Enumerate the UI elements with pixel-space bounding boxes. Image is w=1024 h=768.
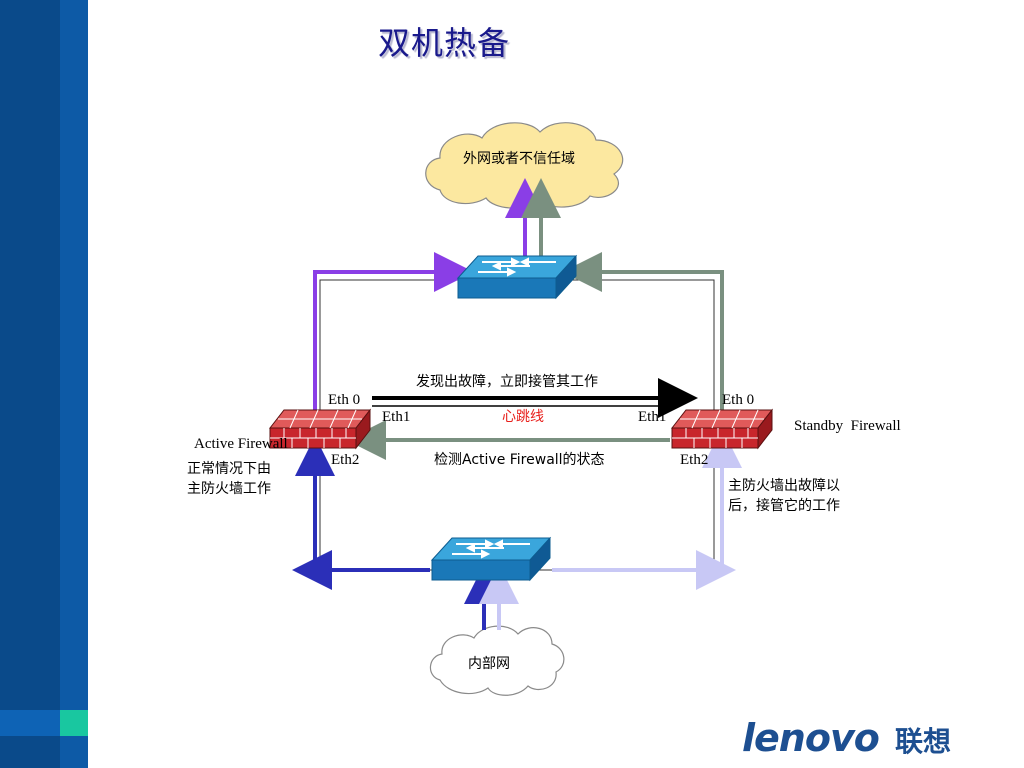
left-eth1-label: Eth1 [382,409,410,425]
sidebar-mid-column [60,0,88,768]
arrow-gray-path [562,252,724,412]
firewall-icon-standby [670,408,774,450]
standby-note-line1: 主防火墙出故障以 [728,478,840,494]
switch-icon-bottom [430,536,552,582]
cloud-internal-label: 内部网 [468,656,510,672]
sidebar-accent-square [60,710,88,736]
lenovo-logo: lenovo [742,716,880,760]
arrow-purple-path [313,252,474,410]
detect-label: 检测Active Firewall的状态 [434,452,605,468]
lenovo-logo-cn: 联想 [895,725,952,758]
right-eth2-label: Eth2 [680,452,708,468]
takeover-label: 发现出故障，立即接管其工作 [416,373,598,390]
arrow-lavender-path [552,428,742,572]
arrow-navy-path [295,436,430,572]
active-note-line1: 正常情况下由 [187,461,271,477]
cloud-external-label: 外网或者不信任域 [463,151,575,167]
cloud-icon-internal [429,625,565,696]
firewall-icon-active [268,408,372,450]
active-note-line2: 主防火墙工作 [187,481,271,497]
page-title: 双机热备 [378,24,511,62]
right-eth0-label: Eth 0 [722,392,754,408]
sidebar-decoration [0,0,88,768]
standby-note-line2: 后，接管它的工作 [728,497,840,514]
active-firewall-label: Active Firewall [194,436,288,452]
frame-box [319,279,715,571]
switch-icon-top [456,254,578,300]
heartbeat-label: 心跳线 [502,409,544,425]
left-eth2-label: Eth2 [331,452,359,468]
right-eth1-label: Eth1 [638,409,666,425]
standby-firewall-label: Standby Firewall [794,418,901,434]
left-eth0-label: Eth 0 [328,392,360,408]
sidebar-dark-column [0,0,60,768]
